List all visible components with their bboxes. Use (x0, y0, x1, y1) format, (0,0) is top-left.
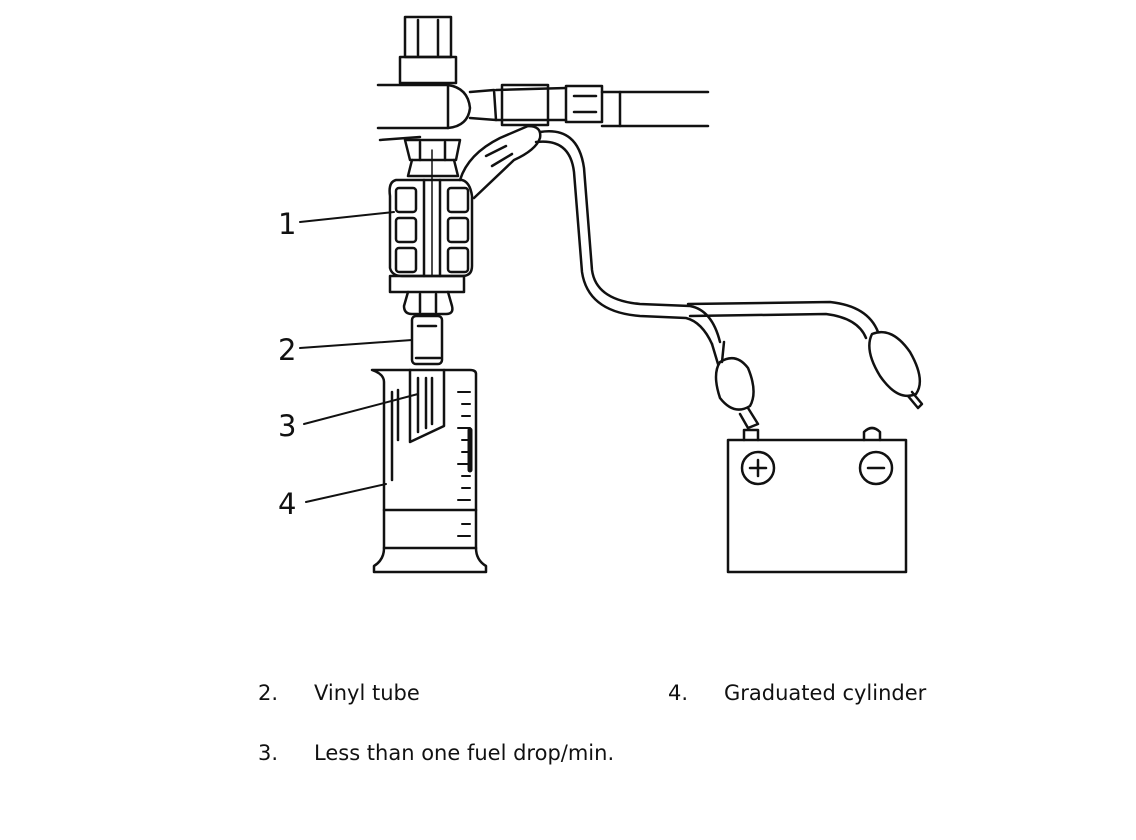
graduated-cylinder (370, 368, 488, 574)
battery (726, 426, 908, 574)
legend-text: Vinyl tube (314, 681, 420, 705)
legend-text: Less than one fuel drop/min. (314, 741, 615, 765)
fuel-injector-leak-test-diagram: 1 2 3 4 (278, 15, 924, 574)
positive-terminal-icon (740, 450, 776, 486)
fuel-rail (376, 15, 710, 142)
legend-number: 4. (668, 681, 689, 705)
callout-2: 2 (278, 333, 296, 367)
legend-text: Graduated cylinder (724, 681, 927, 705)
callout-3: 3 (278, 409, 296, 443)
callout-4: 4 (278, 487, 296, 521)
legend-number: 2. (258, 681, 279, 705)
fuel-injector (388, 138, 474, 316)
callout-1: 1 (278, 207, 296, 241)
test-wires (458, 124, 924, 430)
vinyl-tube (410, 314, 444, 366)
leader-lines (299, 211, 419, 503)
legend-number: 3. (258, 741, 279, 765)
negative-terminal-icon (858, 450, 894, 486)
